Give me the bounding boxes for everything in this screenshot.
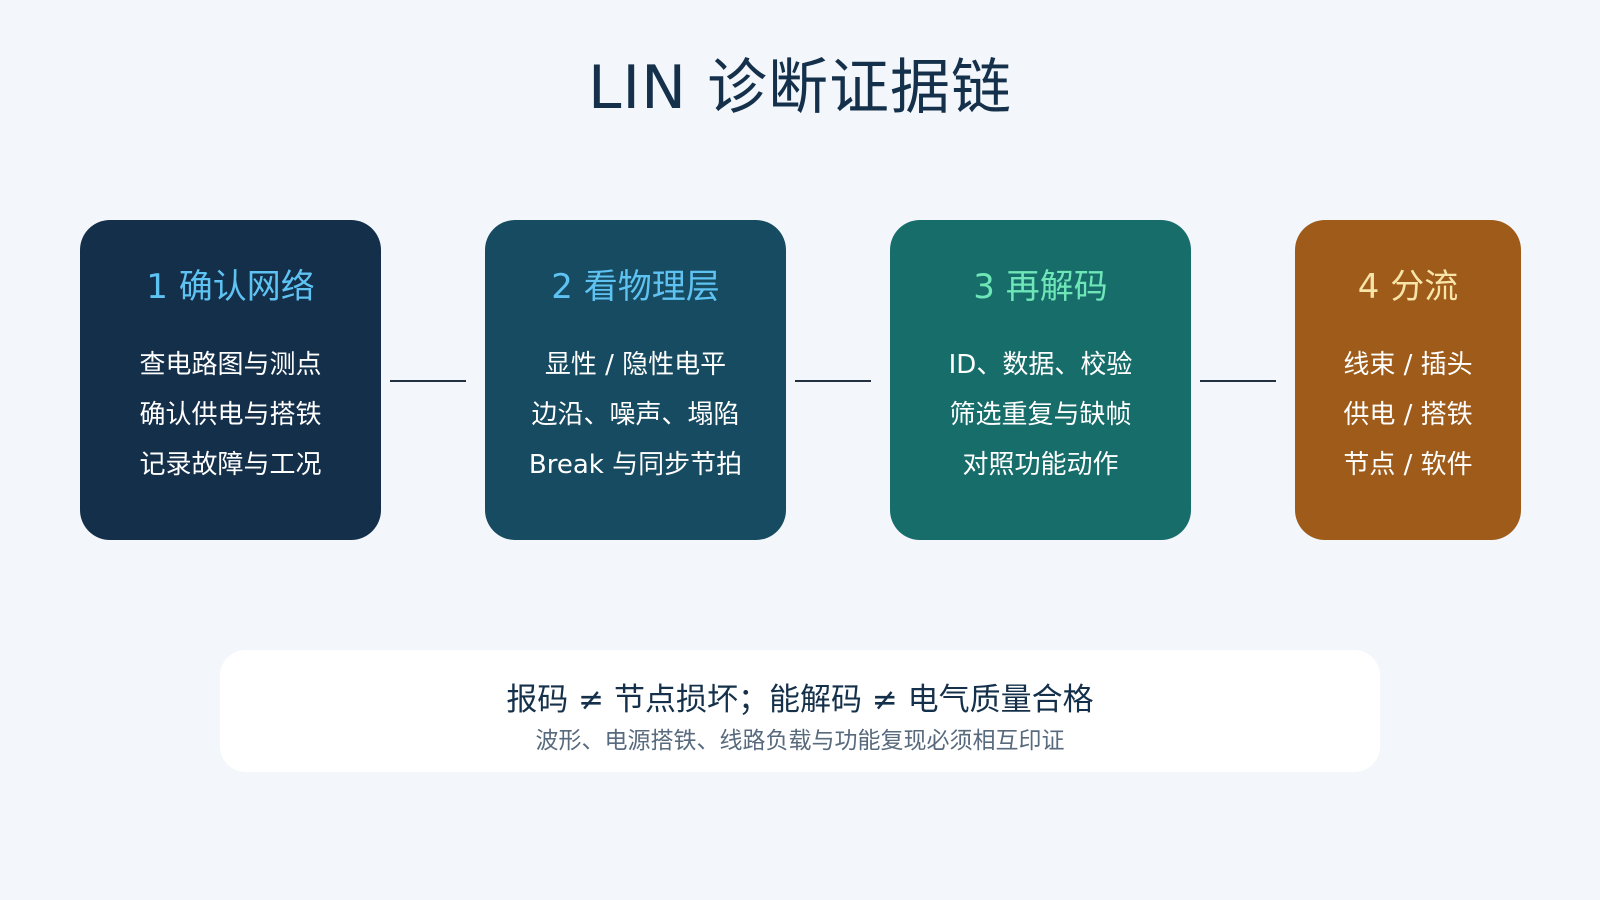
step-title: 3 再解码: [973, 267, 1108, 307]
summary-main-text: 报码 ≠ 节点损坏；能解码 ≠ 电气质量合格: [506, 682, 1094, 718]
step-line: ID、数据、校验: [948, 350, 1133, 380]
step-lines: 显性 / 隐性电平 边沿、噪声、塌陷 Break 与同步节拍: [485, 340, 786, 490]
step-line: 显性 / 隐性电平: [544, 350, 727, 380]
step-title: 1 确认网络: [146, 267, 315, 307]
step-lines: ID、数据、校验 筛选重复与缺帧 对照功能动作: [890, 340, 1191, 490]
connector-line: [795, 380, 871, 382]
step-card-decode: 3 再解码 ID、数据、校验 筛选重复与缺帧 对照功能动作: [890, 220, 1191, 540]
step-line: 边沿、噪声、塌陷: [531, 400, 740, 430]
step-card-physical-layer: 2 看物理层 显性 / 隐性电平 边沿、噪声、塌陷 Break 与同步节拍: [485, 220, 786, 540]
step-line: 节点 / 软件: [1343, 450, 1473, 480]
step-card-triage: 4 分流 线束 / 插头 供电 / 搭铁 节点 / 软件: [1295, 220, 1521, 540]
step-line: 确认供电与搭铁: [139, 400, 322, 430]
step-lines: 查电路图与测点 确认供电与搭铁 记录故障与工况: [80, 340, 381, 490]
step-line: 供电 / 搭铁: [1343, 400, 1473, 430]
step-line: 记录故障与工况: [139, 450, 322, 480]
step-title: 2 看物理层: [551, 267, 720, 307]
page-title: LIN 诊断证据链: [587, 53, 1013, 123]
step-line: 对照功能动作: [962, 450, 1119, 480]
summary-box: 报码 ≠ 节点损坏；能解码 ≠ 电气质量合格 波形、电源搭铁、线路负载与功能复现…: [220, 650, 1380, 772]
summary-sub-text: 波形、电源搭铁、线路负载与功能复现必须相互印证: [535, 728, 1065, 754]
step-lines: 线束 / 插头 供电 / 搭铁 节点 / 软件: [1295, 340, 1521, 490]
connector-line: [390, 380, 466, 382]
connector-line: [1200, 380, 1276, 382]
step-line: Break 与同步节拍: [528, 450, 743, 480]
step-line: 线束 / 插头: [1343, 350, 1473, 380]
step-line: 筛选重复与缺帧: [949, 400, 1132, 430]
step-title: 4 分流: [1357, 267, 1459, 307]
step-card-confirm-network: 1 确认网络 查电路图与测点 确认供电与搭铁 记录故障与工况: [80, 220, 381, 540]
step-line: 查电路图与测点: [139, 350, 322, 380]
